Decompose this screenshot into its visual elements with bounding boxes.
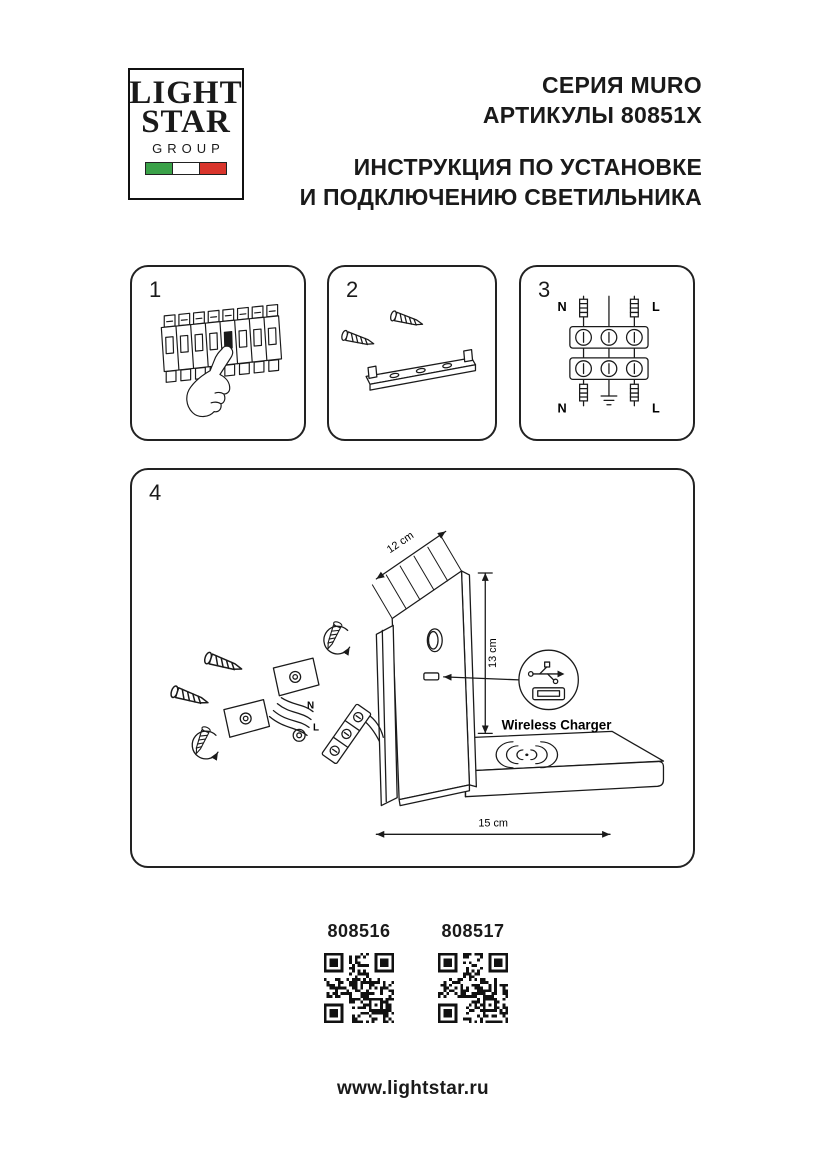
flag-red-segment xyxy=(200,163,226,174)
l-label-bottom: L xyxy=(652,402,660,416)
mounting-bar xyxy=(365,348,477,391)
breaker-toggles xyxy=(165,327,277,355)
terminal-rows xyxy=(569,325,649,381)
qr-code xyxy=(321,950,397,1026)
step-4-number: 4 xyxy=(149,480,162,505)
dimension-height: 13 cm xyxy=(477,572,499,734)
step-3-panel: 3 xyxy=(519,265,695,441)
terminal-block xyxy=(321,703,372,765)
wall-mount-plate xyxy=(375,624,398,807)
screw-head-detail xyxy=(292,728,306,742)
logo-word-star: STAR xyxy=(141,104,231,140)
qr-code xyxy=(435,950,511,1026)
step-4-panel: 4 xyxy=(130,468,695,868)
product-808516: 808516 xyxy=(319,920,399,1031)
wireless-charging-icon xyxy=(495,741,559,769)
mounting-bracket xyxy=(223,699,271,738)
wiring-diagram: N L N L xyxy=(557,295,660,416)
instruction-title: ИНСТРУКЦИЯ ПО УСТАНОВКЕ И ПОДКЛЮЧЕНИЮ СВ… xyxy=(300,152,702,212)
rotate-arrow xyxy=(323,620,351,656)
logo-word-light: LIGHT xyxy=(129,75,243,111)
step-2-number: 2 xyxy=(346,277,359,302)
dimension-depth: 12 cm xyxy=(375,529,447,580)
dimension-depth-label: 12 cm xyxy=(385,529,416,556)
logo-word-group: GROUP xyxy=(152,141,225,156)
flag-white-segment xyxy=(172,163,200,174)
wireless-charger-label: Wireless Charger xyxy=(502,717,612,732)
switch-knob xyxy=(426,628,443,653)
instruction-title-line1: ИНСТРУКЦИЯ ПО УСТАНОВКЕ xyxy=(353,154,702,180)
rotate-arrow xyxy=(191,725,219,761)
product-808517: 808517 xyxy=(433,920,513,1031)
mounting-screw-icon xyxy=(169,684,211,710)
mounting-bracket xyxy=(272,657,320,697)
screws-bracket-illustration xyxy=(340,309,477,391)
dimension-width-label: 15 cm xyxy=(478,817,508,829)
l-label-top: L xyxy=(652,300,660,314)
flag-green-segment xyxy=(146,163,172,174)
circuit-breakers-illustration xyxy=(160,303,283,418)
product-code: 808517 xyxy=(441,921,505,941)
step-2-panel: 2 xyxy=(327,265,497,441)
step-3-number: 3 xyxy=(538,277,551,302)
step-1-number: 1 xyxy=(149,277,162,302)
header: СЕРИЯ MURO АРТИКУЛЫ 80851X ИНСТРУКЦИЯ ПО… xyxy=(300,70,702,212)
pressed-toggle xyxy=(223,331,233,350)
instruction-title-line2: И ПОДКЛЮЧЕНИЮ СВЕТИЛЬНИКА xyxy=(299,184,702,210)
lamp-back-panel xyxy=(391,570,477,807)
wire-n-label: N xyxy=(307,701,314,712)
articles-title: АРТИКУЛЫ 80851X xyxy=(482,102,702,128)
series-title: СЕРИЯ MURO xyxy=(541,72,702,98)
n-label-bottom: N xyxy=(557,402,566,416)
italian-flag-icon xyxy=(145,162,227,175)
screw-icon xyxy=(340,329,376,350)
cable-segments xyxy=(579,298,639,402)
wire-l-label: L xyxy=(313,722,319,733)
dimension-height-label: 13 cm xyxy=(487,638,499,668)
mounting-screw-icon xyxy=(202,650,245,676)
dimension-width: 15 cm xyxy=(375,817,611,838)
lightstar-logo: LIGHT STAR GROUP xyxy=(128,68,244,200)
n-label-top: N xyxy=(557,300,566,314)
step-1-panel: 1 xyxy=(130,265,306,441)
usb-port-slot xyxy=(423,672,440,681)
ground-symbol xyxy=(600,395,618,406)
screw-icon xyxy=(388,309,425,330)
product-code: 808516 xyxy=(327,921,391,941)
usb-callout xyxy=(443,649,579,711)
website-url: www.lightstar.ru xyxy=(337,1078,489,1099)
installation-diagram: 12 cm 13 cm xyxy=(169,529,665,838)
usb-icon xyxy=(527,661,565,685)
